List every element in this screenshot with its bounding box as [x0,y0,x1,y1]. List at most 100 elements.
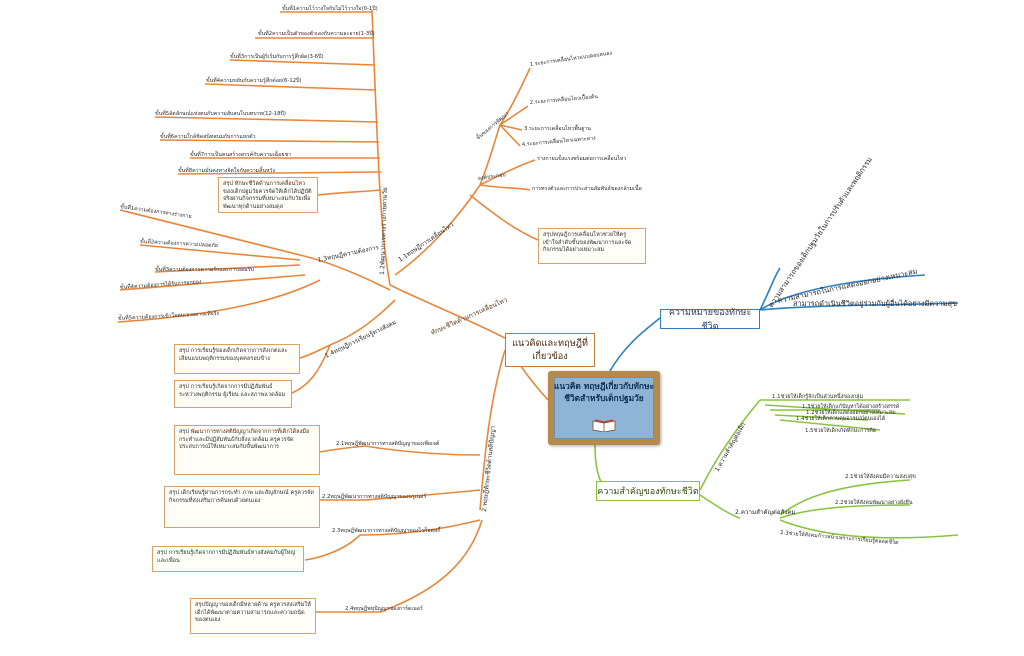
link-dev-6 [159,139,380,143]
link-dev-3 [229,59,376,66]
link-intel-t3-note [304,534,361,561]
intel-t2-note: สรุป เด็กเรียนรู้ผ่านการกระทำ ภาพ และสัญ… [164,486,320,528]
dev-item: ขั้นที่7การเป็นคนสร้างสรรค์กับความเฉื่อย… [190,150,291,158]
social-item: ขั้นที่2ความต้องการความปลอดภัย [140,237,218,249]
intel-t1-note: สรุป พัฒนาการทางสติปัญญาเกิดจากการที่เด็… [174,425,320,475]
soc-item: 2.2ช่วยให้สังคมพัฒนาอย่างยั่งยืน [835,498,913,506]
link-concepts-trunk [389,284,506,339]
link-imp-child [699,399,761,491]
imp-society-label: 2.ความสำคัญต่อสังคม [735,509,795,516]
intel-t3-note: สรุป การเรียนรู้เกิดจากการมีปฏิสัมพันธ์ท… [152,546,304,572]
link-intel-t4 [379,519,483,613]
link-move-a [499,67,531,126]
center-title: แนวคิด ทฤษฎีเกี่ยวกับทักษะ ชีวิตสำหรับเด… [550,380,658,404]
link-move-c [499,124,523,131]
link-social-2 [139,244,301,261]
importance-title: ความสำคัญของทักษะชีวิต [597,487,699,497]
move-note: สรุปทฤษฎีการเคลื่อนไหวช่วยให้ครูเข้าใจลำ… [538,228,646,264]
green-connectors [594,399,959,539]
book-icon [592,419,616,432]
intel-t1-label: 2.1ทฤษฎีพัฒนาการทางสติปัญญาของเพียเจต์ [336,440,440,447]
learn-note-2: สรุป การเรียนรู้เกิดจากการมีปฏิสัมพันธ์ร… [174,380,292,408]
dev-item: ขั้นที่4ความขยันกับความรู้สึกด้อย(6-12ปี… [206,76,302,84]
meaning-title: ความหมายของทักษะชีวิต [668,308,752,332]
link-move-b [499,105,529,126]
link-learn-note2 [291,344,331,394]
imp-child-label: 1.ความสำคัญต่อเด็ก [712,420,748,473]
link-center-meaning [609,317,661,372]
link-imp-society [699,494,741,519]
link-social-branch [299,254,391,291]
intel-t2-label: 2.2ทฤษฎีพัฒนาการทางสติปัญญาของบรูเนอร์ [322,493,426,500]
dev-item: ขั้นที่2ความเป็นตัวของตัวเองกับความละอาย… [258,29,375,37]
link-intel-branch [479,349,506,511]
center-topic[interactable]: แนวคิด ทฤษฎีเกี่ยวกับทักษะ ชีวิตสำหรับเด… [548,371,660,445]
social-item: ขั้นที่3ความต้องการความรักและการยอมรับ [155,265,254,273]
social-item: ขั้นที่5ความต้องการเข้าใจตนเองอย่างแท้จร… [118,309,220,322]
link-intel-t3 [359,519,481,536]
child-item: 1.3ช่วยให้เด็กแก้ปัญหาได้อย่างสร้างสรรค์ [802,402,900,410]
link-soc-1 [779,479,911,516]
link-social-5 [117,279,321,323]
social-item: ขั้นที่4ความต้องการได้รับการยกย่อง [120,277,203,291]
child-item: 1.2ช่วยให้เด็กแสดงออกอย่างเหมาะสม [806,408,896,416]
link-soc-3 [779,519,959,539]
importance-title-box[interactable]: ความสำคัญของทักษะชีวิต [596,481,700,501]
move-branch-label: 1.1ทฤษฎีการเคลื่อนไหว [397,221,455,264]
social-item: ขั้นที่1ความต้องการทางร่างกาย [120,202,192,220]
meaning-title-box[interactable]: ความหมายของทักษะชีวิต [660,308,760,332]
link-move-e [479,184,531,191]
link-intel-t2 [364,489,481,501]
link-social-1 [119,209,301,256]
trunk-label: ทักษะชีวิตด้านการเคลื่อนไหว [429,295,509,337]
orange-connectors [117,9,549,613]
concepts-title-box[interactable]: แนวคิดและทฤษฎีที่เกี่ยวข้อง [505,333,595,367]
intel-branch-label: 2.ทฤษฎีทักษะชีวิตด้านสติปัญญา [480,425,497,512]
link-meaning-2 [759,274,926,311]
link-dev-branch [371,9,391,286]
link-dev-8 [177,171,382,175]
link-meaning-1 [759,267,781,311]
link-learn-branch [329,299,396,346]
link-learn-note1 [299,344,331,359]
intel-t4-note: สรุปปัญญาของเด็กมีหลายด้าน ครูควรส่งเสริ… [190,598,316,634]
move-item: 1.ระยะการเคลื่อนไหวแบบตอบสนอง [529,48,613,68]
blue-connectors [609,267,959,372]
soc-item: 2.1ช่วยให้สังคมมีความสงบสุข [845,472,916,480]
dev-item: ขั้นที่6ความใกล้ชิดสนิทสนมกับการแยกตัว [160,132,256,140]
link-soc-2 [779,504,911,519]
move-item: 4.ระยะการเคลื่อนไหวเฉพาะทาง [521,134,596,148]
learn-note-1: สรุป การเรียนรู้ของเด็กเกิดจากการสังเกตแ… [174,344,300,374]
link-intel-t1-note [319,445,366,453]
dev-branch-label: 1.2พัฒนาการทางร่างกายตามวัย [379,187,389,275]
link-meaning-3 [759,302,959,311]
dev-item: ขั้นที่8ความมั่นคงทางจิตใจกับความสิ้นหวั… [178,166,275,174]
dev-note: สรุป ทักษะชีวิตด้านการเคลื่อนไหวของเด็กป… [218,177,318,213]
dev-item: ขั้นที่3การเป็นผู้ริเริ่มกับการรู้สึกผิด… [230,52,324,60]
learn-branch-label: 1.4ทฤษฎีการเรียนรู้ทางสังคม [323,318,397,360]
move-sub2-label: องค์ประกอบ [477,171,506,182]
link-dev-4 [204,83,377,91]
link-social-3 [154,264,301,273]
link-dev-note [317,189,382,196]
intel-t3-label: 2.3ทฤษฎีพัฒนาการทางสติปัญญาของไวก็อตสกี้ [332,526,442,534]
dev-item: ขั้นที่1ความไว้วางใจกับไม่ไว้วางใจ(0-1ปี… [282,4,378,12]
link-move-sub1 [479,124,501,186]
concepts-title-2: เกี่ยวข้อง [532,351,568,362]
link-intel-t1 [364,445,481,456]
link-move-sub2 [479,159,536,186]
link-move-note [469,194,539,241]
child-item: 1.5ช่วยให้เด็กเกิดทักษะการคิด [805,426,877,434]
move-item: 3.ระยะการเคลื่อนไหวพื้นฐาน [524,124,591,132]
move-item: 2.ระยะการเคลื่อนไหวเบื้องต้น [529,92,598,106]
intel-t4-label: 2.4ทฤษฎีพหุปัญญาของการ์ดเนอร์ [345,605,423,612]
child-item: 1.4ช่วยให้เด็กควบคุมอารมณ์ตนเองได้ [796,414,886,422]
link-child-4 [774,414,869,421]
center-title-line1: แนวคิด ทฤษฎีเกี่ยวกับทักษะ [553,381,655,391]
blue-labels: ความสามารถของเด็กปฐมวัยในการปรับตัวและพฤ… [765,155,957,310]
dev-item: ขั้นที่5อัตลักษณ์แห่งตนกับความสับสนในบทบ… [155,109,286,117]
link-social-4 [119,274,306,291]
link-dev-5 [154,116,379,123]
move-item: ร่างกายแข็งแรงพร้อมต่อการเคลื่อนไหว [537,154,626,162]
